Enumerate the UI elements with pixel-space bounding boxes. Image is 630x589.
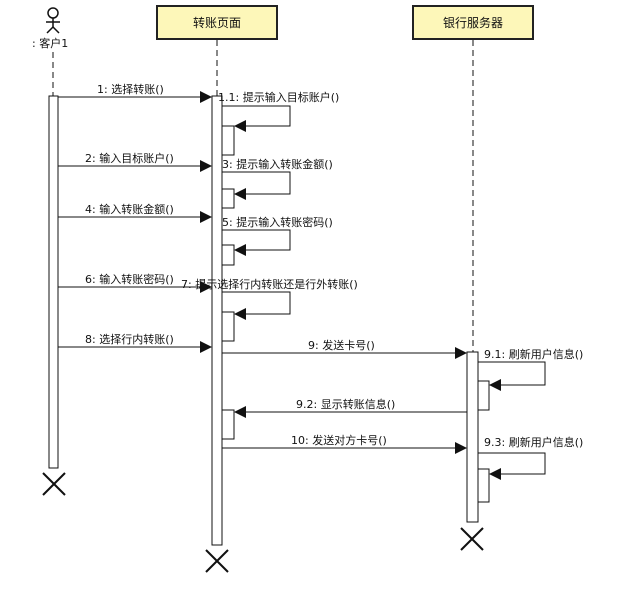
- actor-label: : 客户1: [32, 36, 68, 50]
- lifeline-header-bank-server: [412, 5, 534, 40]
- message-label-10: 10: 发送对方卡号(): [291, 433, 387, 447]
- lifeline-label-transfer-page: 转账页面: [193, 15, 241, 30]
- lifeline-label-bank-server: 银行服务器: [443, 15, 503, 30]
- message-arrow-7: [222, 291, 291, 320]
- message-label-5: 5: 提示输入转账密码(): [222, 215, 333, 229]
- self-activation-1-1: [221, 125, 235, 156]
- actor-right-leg: [52, 26, 60, 34]
- message-label-9-3: 9.3: 刷新用户信息(): [484, 435, 583, 449]
- message-label-2: 2: 输入目标账户(): [85, 151, 174, 165]
- message-label-1-1: 1.1: 提示输入目标账户(): [218, 90, 339, 104]
- self-activation-9-3: [477, 468, 490, 503]
- destroy-marker-actor: [42, 472, 66, 496]
- destroy-marker-transfer-page: [205, 549, 229, 573]
- message-label-7: 7: 提示选择行内转账还是行外转账(): [181, 277, 358, 291]
- actor-left-leg: [46, 26, 54, 34]
- message-label-9-1: 9.1: 刷新用户信息(): [484, 347, 583, 361]
- message-arrow-1-1: [222, 105, 291, 132]
- message-arrow-9-1: [478, 361, 546, 391]
- message-label-1: 1: 选择转账(): [97, 82, 164, 96]
- message-label-4: 4: 输入转账金额(): [85, 202, 174, 216]
- self-activation-5: [221, 244, 235, 266]
- message-label-6: 6: 输入转账密码(): [85, 272, 174, 286]
- activation-bank-server: [466, 351, 479, 523]
- self-activation-7: [221, 311, 235, 342]
- destroy-marker-bank-server: [460, 527, 484, 551]
- activation-transfer-page: [211, 95, 223, 546]
- self-activation-9-2: [221, 409, 235, 440]
- message-label-8: 8: 选择行内转账(): [85, 332, 174, 346]
- actor-head: [47, 7, 59, 19]
- message-label-9-2: 9.2: 显示转账信息(): [296, 397, 395, 411]
- activation-actor: [48, 95, 59, 469]
- self-activation-9-1: [477, 380, 490, 411]
- lifeline-header-transfer-page: [156, 5, 278, 40]
- message-label-3: 3: 提示输入转账金额(): [222, 157, 333, 171]
- message-arrow-3: [222, 171, 291, 200]
- self-activation-3: [221, 188, 235, 209]
- actor-customer: : 客户1: [32, 7, 68, 50]
- message-label-9: 9: 发送卡号(): [308, 338, 375, 352]
- message-arrow-9-3: [478, 452, 546, 480]
- message-arrow-5: [222, 229, 291, 256]
